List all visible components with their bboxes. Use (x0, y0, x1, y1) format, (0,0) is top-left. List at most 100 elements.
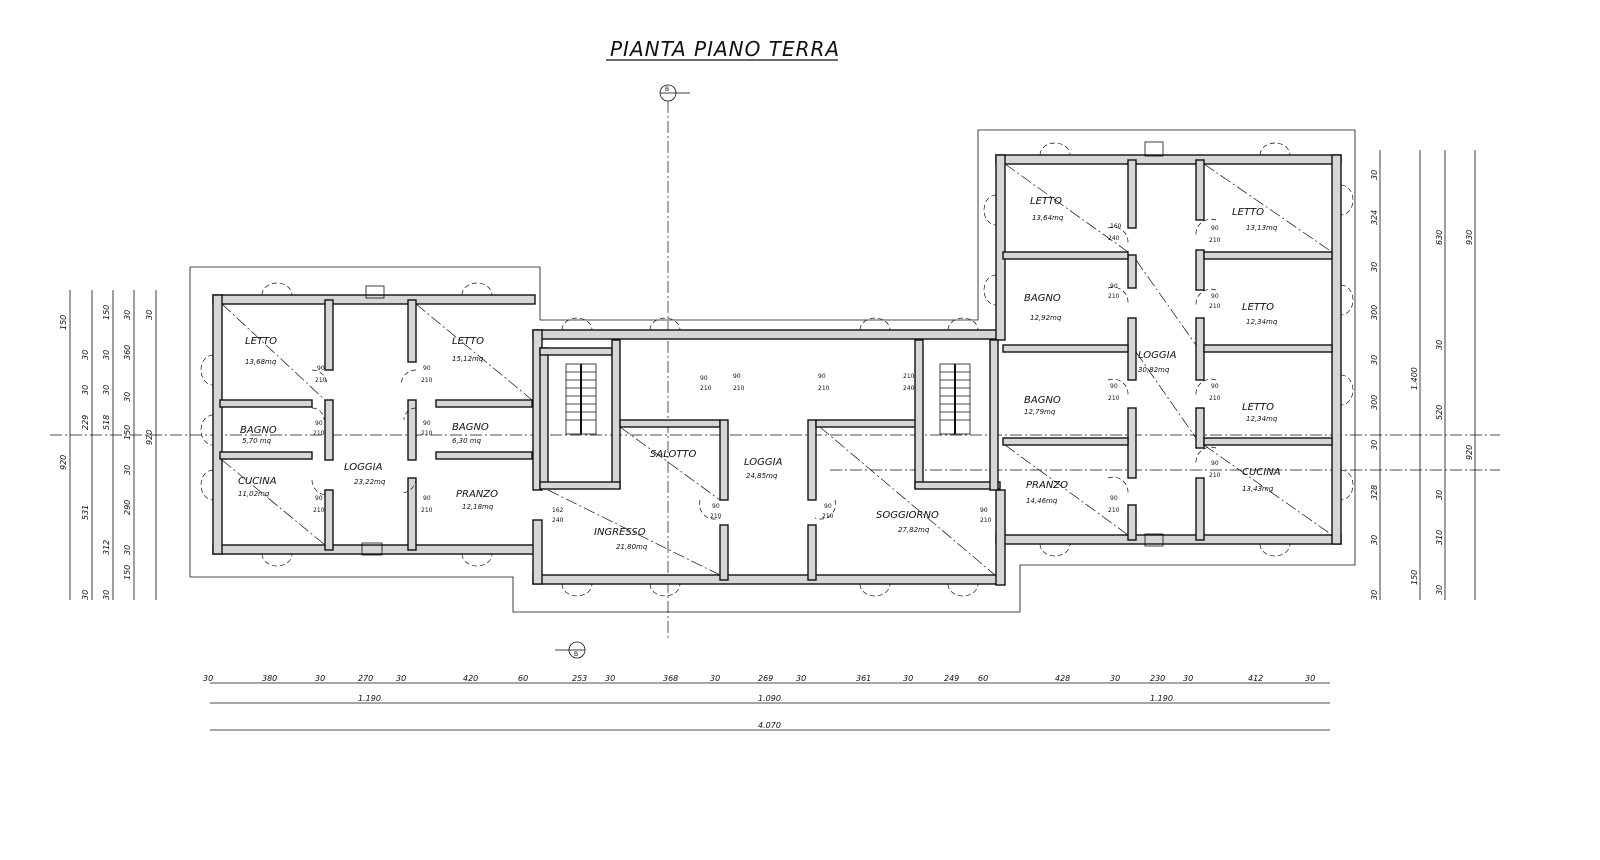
right-dims-col1: 30 324 30 300 30 300 30 328 30 150 30 (1370, 170, 1419, 600)
svg-text:361: 361 (856, 674, 871, 683)
section-marker-bottom-label: B (574, 651, 578, 658)
svg-text:30: 30 (123, 392, 132, 402)
left-dims-col1: 150 920 (59, 315, 68, 470)
right-dims-col2: 630 30 520 30 310 30 (1435, 230, 1444, 595)
svg-text:531: 531 (81, 505, 90, 520)
svg-text:249: 249 (944, 674, 959, 683)
svg-text:30: 30 (1370, 535, 1379, 545)
svg-text:210: 210 (822, 513, 834, 520)
left-dims-col2: 30 30 229 531 30 (81, 350, 90, 600)
svg-text:4.070: 4.070 (758, 721, 781, 730)
room-area-w-pranzo: 12,18mq (462, 503, 494, 511)
door-swings (311, 218, 1217, 520)
right-dims-col4: 930 920 (1465, 230, 1474, 460)
room-name-w-cucina: CUCINA (238, 476, 277, 487)
svg-text:90: 90 (317, 365, 325, 372)
svg-text:90: 90 (1211, 460, 1219, 467)
svg-text:60: 60 (518, 674, 528, 683)
svg-text:210: 210 (1108, 507, 1120, 514)
svg-text:269: 269 (758, 674, 773, 683)
door-labels: 90 210 90 210 90 210 90 210 90 210 90 21… (313, 223, 1221, 524)
svg-text:60: 60 (978, 674, 988, 683)
svg-text:150: 150 (123, 565, 132, 580)
svg-text:30: 30 (605, 674, 615, 683)
room-area-e-bagno-1: 12,92mq (1030, 314, 1062, 322)
svg-text:30: 30 (1435, 340, 1444, 350)
svg-text:30: 30 (315, 674, 325, 683)
svg-text:30: 30 (203, 674, 213, 683)
windows (200, 141, 1354, 597)
svg-text:210: 210 (315, 377, 327, 384)
svg-text:30: 30 (1370, 355, 1379, 365)
room-name-e-cucina: CUCINA (1242, 467, 1281, 478)
svg-text:380: 380 (262, 674, 277, 683)
room-name-w-letto-1: LETTO (245, 336, 277, 347)
svg-text:150: 150 (1410, 570, 1419, 585)
room-name-e-bagno-2: BAGNO (1024, 395, 1061, 406)
room-name-w-pranzo: PRANZO (456, 489, 498, 500)
room-name-c-ingresso: INGRESSO (594, 527, 646, 538)
svg-text:428: 428 (1055, 674, 1070, 683)
room-diagonals (221, 163, 1333, 576)
svg-text:630: 630 (1435, 230, 1444, 245)
svg-text:90: 90 (818, 373, 826, 380)
svg-text:210: 210 (1209, 472, 1221, 479)
building-outline (189, 129, 1356, 613)
interior-walls (219, 159, 1333, 581)
room-area-e-letto-2: 13,13mq (1246, 224, 1278, 232)
svg-text:90: 90 (315, 495, 323, 502)
svg-text:312: 312 (102, 540, 111, 555)
svg-text:210: 210 (1209, 303, 1221, 310)
bottom-dims-row1: 30 380 30 270 30 420 60 253 30 368 30 26… (203, 674, 1315, 683)
bottom-dimension-lines (210, 682, 1330, 731)
svg-text:30: 30 (1370, 590, 1379, 600)
svg-text:90: 90 (712, 503, 720, 510)
section-marker-bottom: B (555, 641, 586, 659)
room-area-e-letto-4: 12,34mq (1246, 415, 1278, 423)
svg-text:1.090: 1.090 (758, 694, 781, 703)
left-dims-col4: 30 360 30 150 30 290 30 150 (123, 310, 132, 580)
room-labels: LETTO 13,68mq LETTO 15,12mq BAGNO 5,70 m… (238, 196, 1281, 551)
bottom-dims-row2: 1.190 1.090 1.190 (358, 694, 1173, 703)
staircase-west (565, 363, 597, 435)
svg-text:210: 210 (710, 513, 722, 520)
svg-text:930: 930 (1465, 230, 1474, 245)
room-area-c-soggiorno: 27,82mq (898, 526, 930, 534)
svg-text:30: 30 (710, 674, 720, 683)
svg-text:30: 30 (796, 674, 806, 683)
svg-text:920: 920 (145, 430, 154, 445)
left-dimension-lines (69, 290, 157, 600)
svg-text:310: 310 (1435, 530, 1444, 545)
svg-text:90: 90 (1211, 383, 1219, 390)
svg-text:30: 30 (123, 465, 132, 475)
section-marker-top: B (659, 84, 690, 102)
room-area-e-pranzo: 14,46mq (1026, 497, 1058, 505)
svg-text:30: 30 (1370, 440, 1379, 450)
svg-text:290: 290 (123, 500, 132, 515)
svg-text:210: 210 (313, 507, 325, 514)
left-dims-col5: 30 920 (145, 310, 154, 445)
svg-text:90: 90 (980, 507, 988, 514)
room-name-w-bagno-1: BAGNO (240, 425, 277, 436)
room-area-w-letto-1: 13,68mq (245, 358, 277, 366)
svg-text:300: 300 (1370, 395, 1379, 410)
svg-text:210: 210 (980, 517, 992, 524)
room-name-c-salotto: SALOTTO (650, 449, 697, 460)
section-marker-top-label: B (665, 86, 669, 93)
svg-text:90: 90 (1211, 225, 1219, 232)
svg-text:150: 150 (102, 305, 111, 320)
room-area-e-bagno-2: 12,79mq (1024, 408, 1056, 416)
svg-text:210: 210 (1209, 237, 1221, 244)
svg-text:920: 920 (59, 455, 68, 470)
svg-text:90: 90 (1110, 283, 1118, 290)
room-area-w-cucina: 11,02mq (238, 490, 270, 498)
room-area-c-ingresso: 21,80mq (616, 543, 648, 551)
svg-text:240: 240 (1108, 235, 1120, 242)
svg-text:30: 30 (81, 590, 90, 600)
svg-text:160: 160 (1110, 223, 1122, 230)
svg-text:30: 30 (1370, 262, 1379, 272)
svg-text:90: 90 (824, 503, 832, 510)
svg-text:30: 30 (1183, 674, 1193, 683)
svg-text:210: 210 (903, 373, 915, 380)
svg-text:30: 30 (1435, 490, 1444, 500)
